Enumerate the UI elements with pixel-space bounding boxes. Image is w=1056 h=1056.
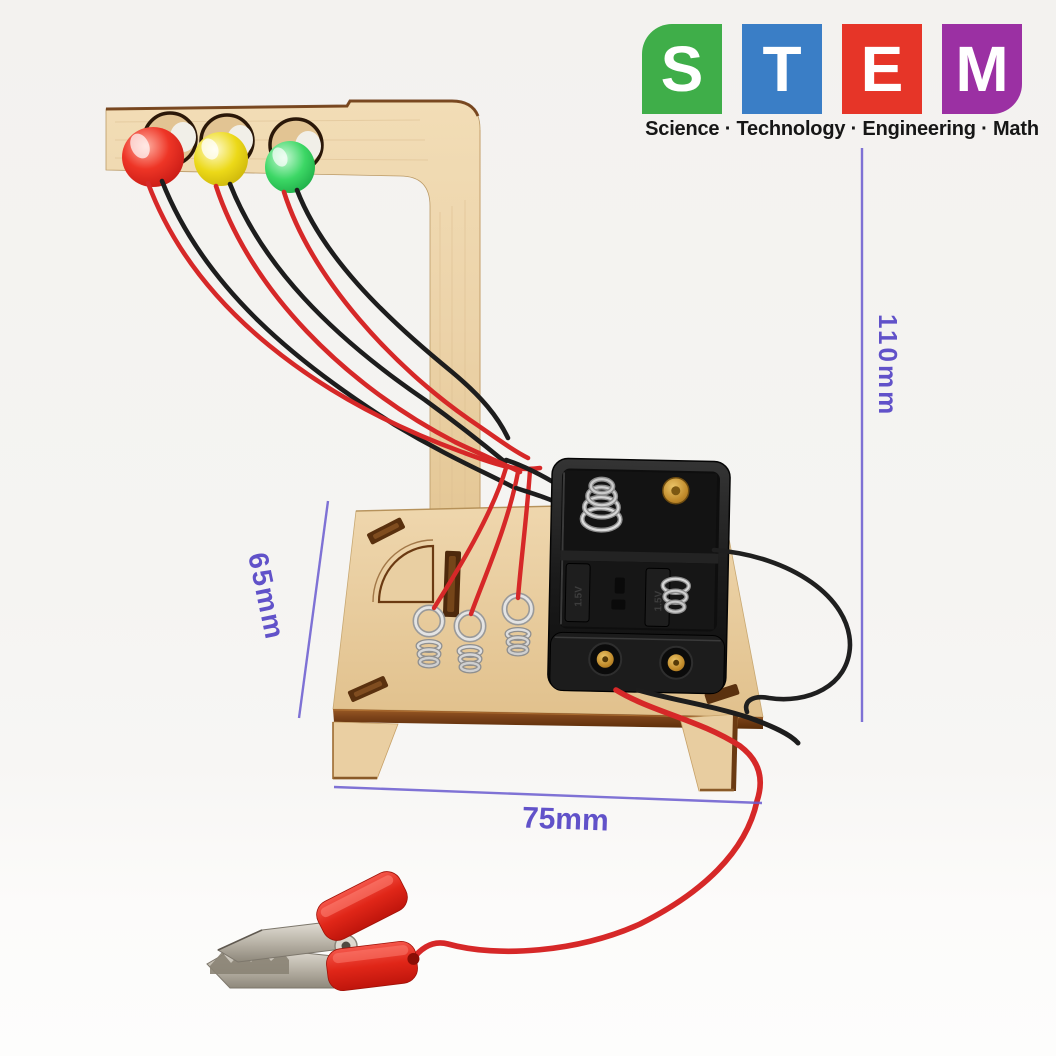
logo-letter: S — [660, 33, 704, 105]
battery-voltage-label: 1.5V — [653, 590, 664, 611]
clip-teeth — [210, 950, 289, 974]
black-lead-wire — [635, 687, 801, 746]
battery-voltage-label: 1.5V — [573, 586, 584, 607]
green-led — [265, 141, 315, 193]
stem-logo: S T E M Science · Technology · Engineeri… — [642, 24, 1042, 141]
battery-spring — [660, 576, 692, 614]
logo-tile-e: E — [842, 24, 922, 114]
base-leg-left — [332, 721, 399, 780]
battery-eyelet — [659, 645, 694, 680]
battery-eyelet — [588, 642, 623, 677]
base-slot — [704, 684, 740, 704]
bracket-outline — [372, 539, 434, 603]
width-dimension-line — [333, 785, 763, 805]
base-leg-right — [679, 713, 739, 792]
logo-letter: E — [860, 33, 904, 105]
alligator-clip — [206, 871, 420, 992]
battery-wires — [409, 547, 853, 963]
battery-plate: 1.5V — [564, 563, 591, 623]
spring-terminals — [412, 592, 535, 674]
logo-letter: M — [955, 33, 1009, 105]
logo-tile-t: T — [742, 24, 822, 114]
post-bracket — [377, 544, 435, 604]
base-slot — [367, 517, 405, 545]
red-lead-wire — [409, 687, 763, 963]
logo-letter: T — [762, 33, 802, 105]
dimension-lines — [297, 148, 864, 805]
post-slot — [442, 550, 462, 618]
spring-terminal — [412, 604, 446, 669]
base-slot — [347, 676, 389, 702]
battery-holder: 1.5V 1.5V — [547, 457, 731, 695]
red-led — [122, 127, 184, 187]
logo-tile-s: S — [642, 24, 722, 114]
logo-tile-m: M — [942, 24, 1022, 114]
dimension-label-width: 75mm — [521, 801, 610, 838]
clip-boot-lower — [326, 940, 420, 992]
clip-boot-upper — [316, 871, 408, 941]
led-wires — [145, 178, 543, 491]
base-edge — [333, 709, 763, 729]
dimension-label-height: 110mm — [873, 314, 903, 418]
traffic-light-arm — [105, 99, 481, 553]
stem-logo-tagline: Science · Technology · Engineering · Mat… — [645, 118, 1039, 140]
battery-brass-contact — [662, 476, 690, 505]
yellow-led — [194, 132, 248, 186]
battery-spring — [579, 476, 623, 533]
side-dimension-line — [297, 500, 330, 719]
stem-logo-tiles: S T E M — [642, 24, 1042, 114]
black-loop-wire — [711, 547, 853, 715]
